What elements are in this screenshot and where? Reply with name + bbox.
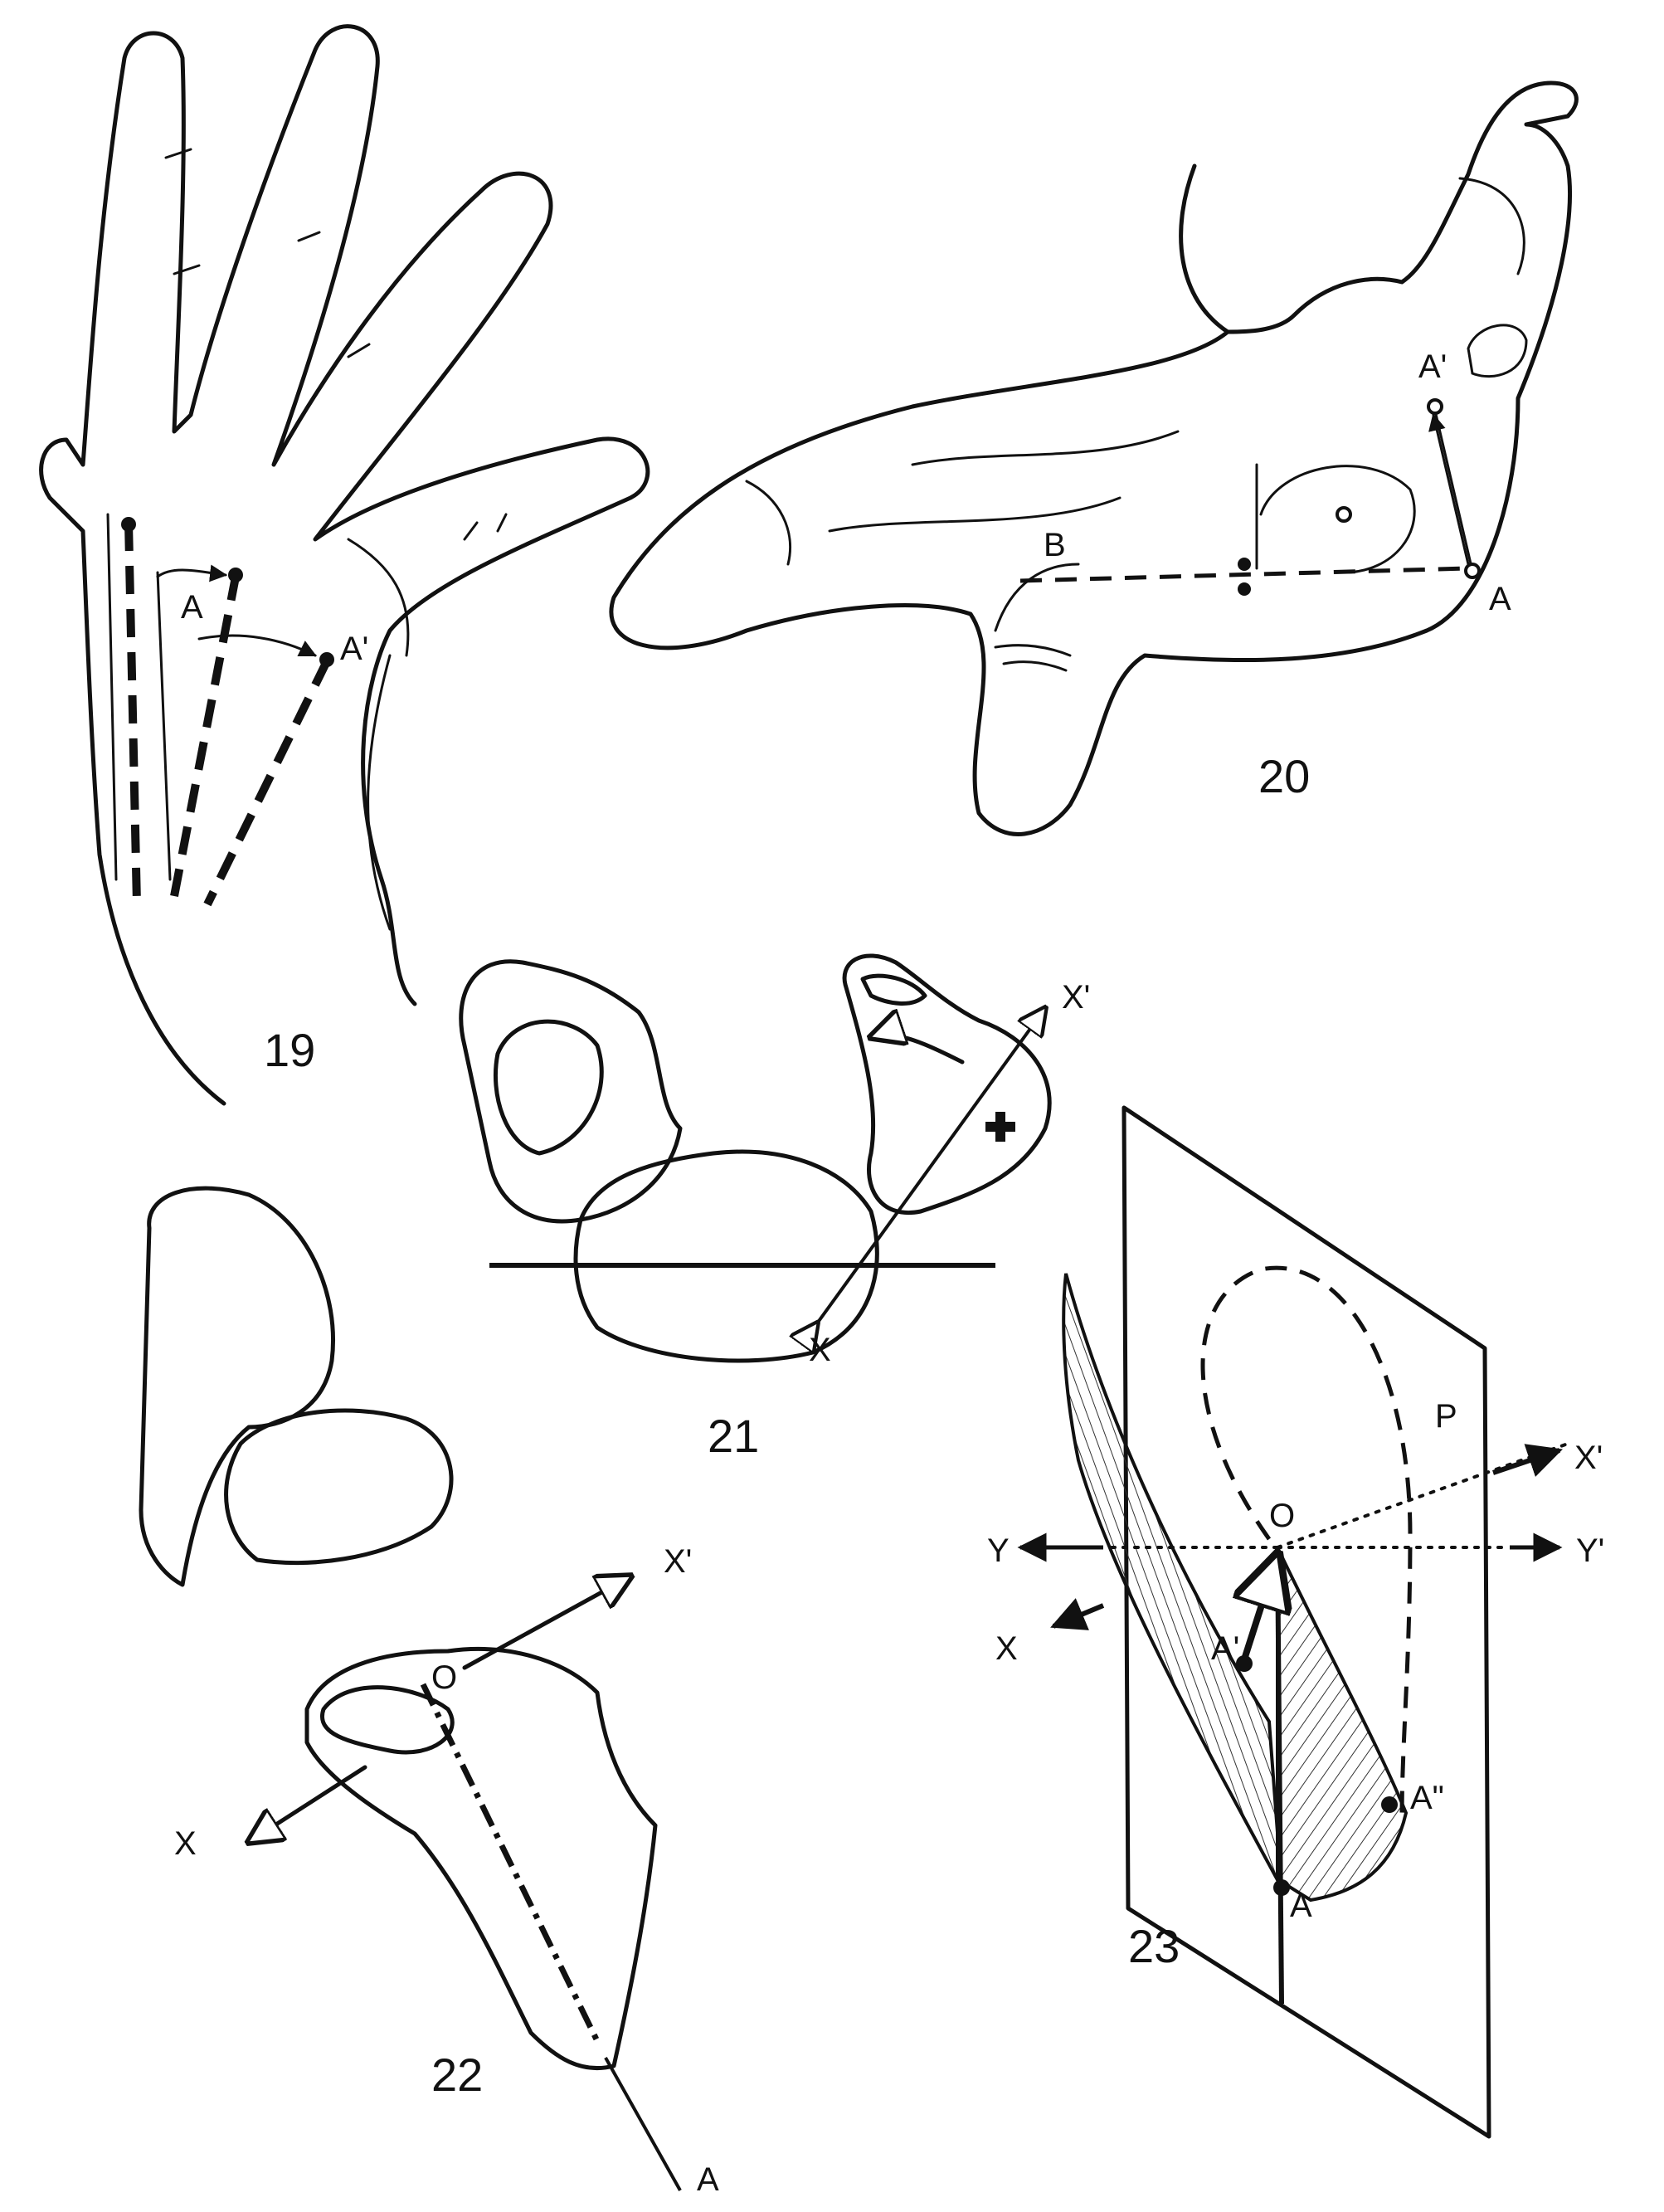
fig19-arrow-2 [197, 634, 317, 657]
fig23-number: 23 [1128, 1920, 1180, 1972]
fig20-point-3 [1336, 506, 1352, 523]
fig23-arrow-X-prime [1492, 1444, 1563, 1477]
fig21-articular-surface [493, 1019, 604, 1156]
fig21-hook-highlight [860, 973, 927, 1006]
fig23-arrow-X [1050, 1598, 1105, 1630]
fig20-thumb-creases [994, 644, 1072, 672]
fig20-label-A-prime: A' [1418, 348, 1447, 385]
fig21-bone-left [459, 959, 683, 1224]
fig22-label-O: O [431, 1659, 457, 1696]
fig19-label-A-prime: A' [340, 631, 368, 667]
fig20-palm-creases [745, 430, 1180, 632]
fig19-thumb-crease [347, 538, 410, 657]
fig21-label-X-prime: X' [1062, 979, 1090, 1016]
fig23-point-A-double-prime [1381, 1796, 1398, 1813]
fig23-label-P: P [1435, 1398, 1457, 1435]
fig20-ray-A-Aprime [1433, 409, 1474, 572]
fig23-cone-left [1062, 1273, 1283, 1888]
fig22-metacarpal [304, 1647, 658, 2071]
fig23-cone-right [1276, 1547, 1409, 1903]
fig19-label-A: A [181, 589, 203, 626]
fig22-label-X: X [174, 1825, 197, 1862]
fig21-motion-arrow [871, 1035, 965, 1065]
fig21-number: 21 [708, 1410, 759, 1462]
fig19-ray-1 [106, 513, 118, 881]
fig23-vertical-axis [1275, 1547, 1284, 2005]
fig23-label-A-prime: A' [1211, 1630, 1239, 1667]
fig23-label-Y-prime: Y' [1576, 1532, 1604, 1569]
fig23-label-A-double-prime: A" [1410, 1780, 1444, 1816]
fig23-label-X-prime: X' [1574, 1440, 1603, 1476]
fig22-articular-saddle [320, 1685, 455, 1755]
fig19-metacarpal-2 [170, 572, 241, 897]
fig19-ray-2 [156, 571, 172, 881]
fig20-point-2 [1238, 582, 1251, 596]
fig23-label-Y: Y [987, 1532, 1010, 1569]
figure-23-cone-diagram: P X' O Y Y' X A' A" A 23 [987, 1105, 1604, 2139]
fig21-axis-X-Xprime [817, 1008, 1045, 1323]
fig19-point-A [228, 568, 243, 582]
fig21-label-X: X [809, 1332, 831, 1368]
fig23-label-A: A [1290, 1888, 1312, 1924]
fig20-nail [1467, 324, 1528, 378]
fig23-point-A-prime [1236, 1655, 1253, 1672]
fig19-metacarpal-1 [124, 522, 141, 905]
fig20-arrow [1428, 412, 1470, 566]
fig20-point-A [1464, 563, 1481, 579]
fig20-finger-edge [1458, 177, 1525, 275]
fig22-number: 22 [431, 2049, 483, 2101]
figure-19-hand: A A' 19 [39, 24, 650, 1106]
fig20-pad [1259, 465, 1416, 574]
figure-20-hand: B A' A 20 [609, 80, 1579, 836]
fig22-axis-extension [604, 2057, 682, 2191]
fig20-label-A: A [1489, 581, 1511, 617]
fig21-bone-middle [573, 1149, 879, 1363]
fig22-bone-scaphoid [224, 1408, 454, 1566]
fig19-number: 19 [264, 1024, 315, 1076]
fig22-label-X-prime: X' [664, 1543, 692, 1580]
fig20-label-B: B [1044, 527, 1066, 563]
fig20-axis-line [1019, 566, 1469, 583]
fig19-hand-outline [39, 24, 650, 1106]
fig19-arrow-1 [156, 564, 228, 582]
fig20-hand-outline [609, 80, 1579, 836]
fig23-label-O: O [1269, 1498, 1295, 1534]
fig23-plane-P [1121, 1105, 1491, 2139]
fig23-arrow-rotation [1244, 1556, 1277, 1661]
fig19-point-A-prime [319, 652, 334, 667]
fig23-dashed-arc [1200, 1265, 1413, 1818]
fig22-bone-upper [139, 1186, 335, 1587]
figure-22-trapezium: X' O X A 22 [139, 1186, 719, 2198]
fig21-bone-right [842, 953, 1052, 1215]
fig23-label-X: X [995, 1630, 1018, 1667]
fig20-point-A-prime [1427, 398, 1443, 415]
fig23-point-A [1273, 1879, 1290, 1896]
fig22-axis-O-A [420, 1683, 601, 2043]
fig19-palm-crease [367, 654, 392, 931]
fig19-point-1 [121, 517, 136, 532]
fig23-axis-Xprime-dotted [1276, 1442, 1569, 1549]
fig22-arrow-X-prime [462, 1576, 630, 1670]
fig19-metacarpal-3 [203, 657, 332, 907]
fig20-number: 20 [1258, 750, 1310, 802]
fig20-point-1 [1238, 558, 1251, 571]
fig19-knuckle-lines [164, 148, 508, 541]
fig22-label-A: A [697, 2161, 719, 2198]
figure-21-carpal-bones: X' X 21 [459, 953, 1090, 1462]
fig22-arrow-X [249, 1765, 367, 1842]
fig21-cross-mark [985, 1112, 1015, 1142]
